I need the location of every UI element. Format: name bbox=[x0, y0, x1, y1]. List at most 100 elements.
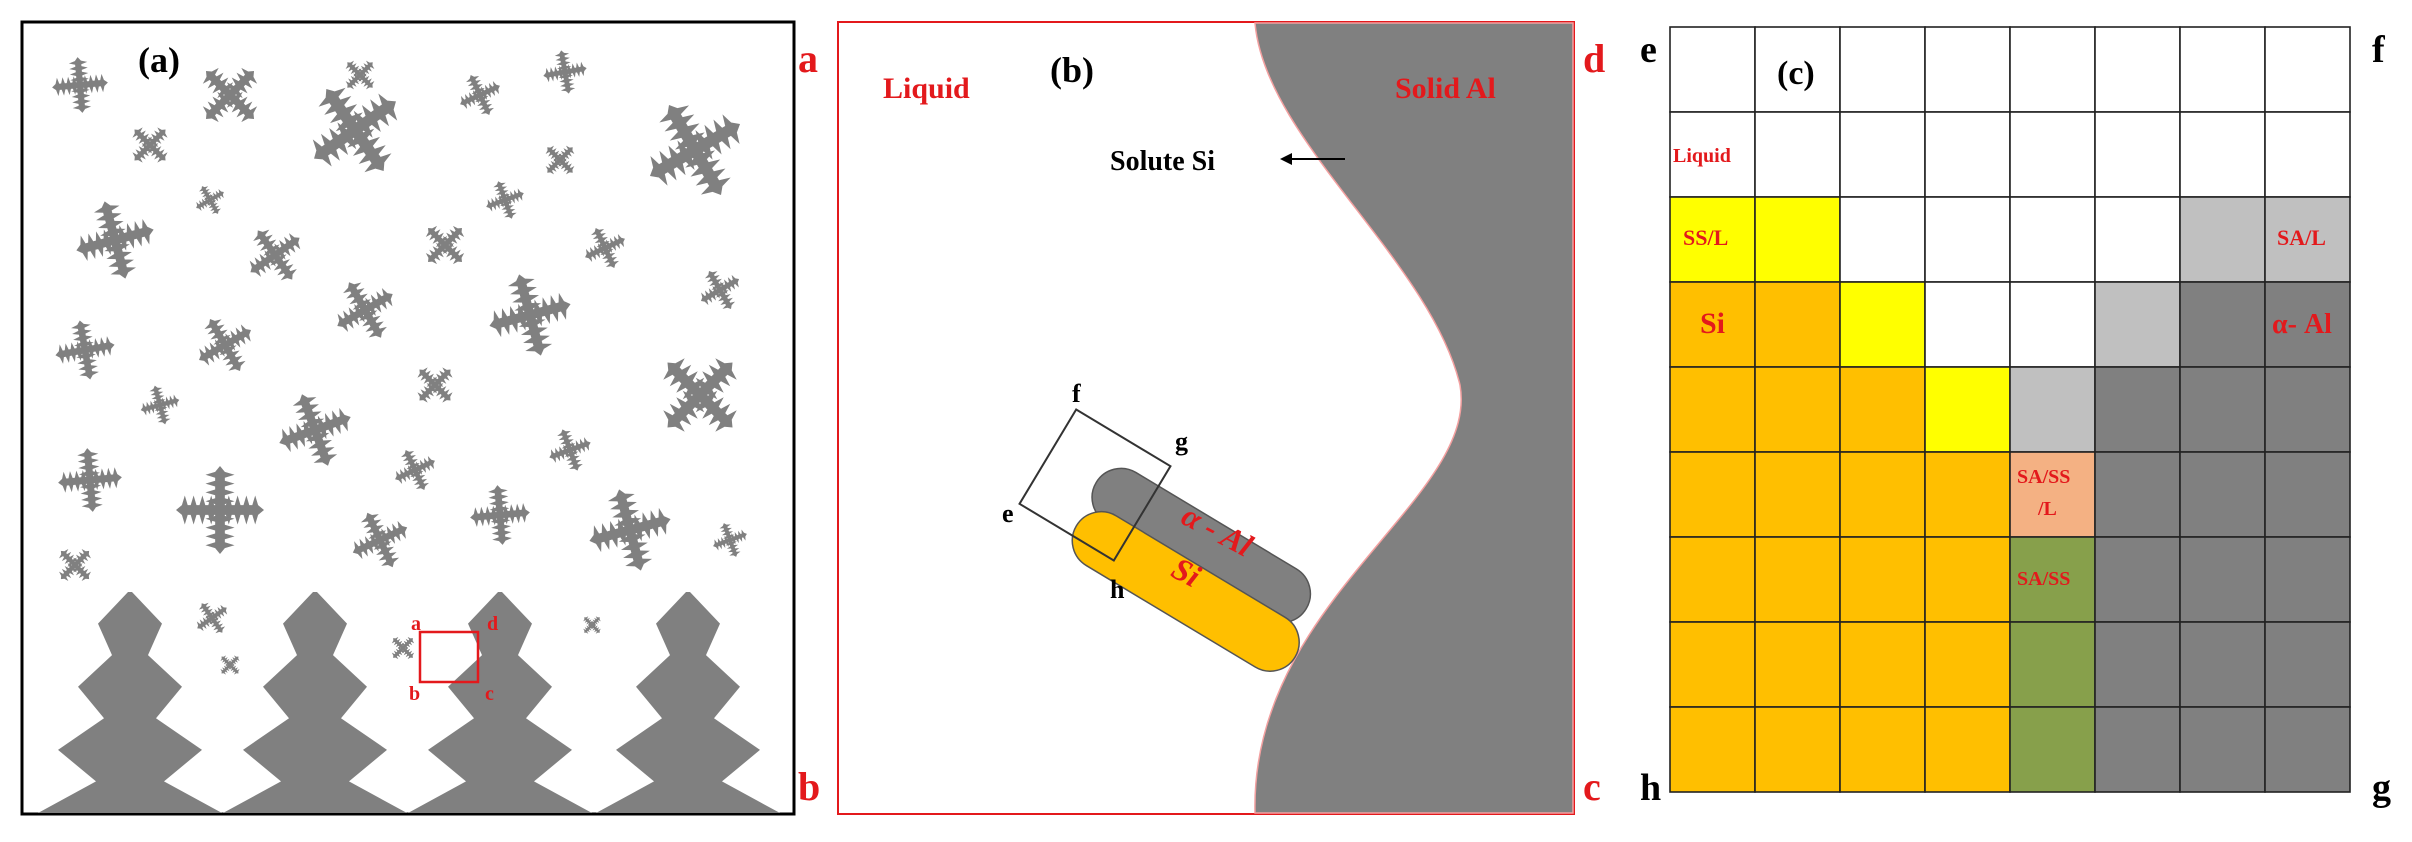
solute-si-label: Solute Si bbox=[1110, 146, 1215, 177]
panel-a-label: (a) bbox=[138, 40, 180, 80]
grid-cell bbox=[1924, 536, 2011, 623]
grid-cell bbox=[2094, 451, 2181, 538]
grid-cell bbox=[2179, 706, 2266, 793]
grid-cell bbox=[1839, 536, 1926, 623]
equiaxed-crystal bbox=[395, 450, 435, 490]
equiaxed-crystal bbox=[352, 512, 408, 568]
corner-f: f bbox=[2372, 29, 2386, 71]
grid-cell bbox=[2009, 451, 2096, 538]
grid-cell bbox=[2009, 536, 2096, 623]
grid-cell bbox=[2009, 111, 2096, 198]
equiaxed-crystal bbox=[202, 67, 258, 123]
grid-cell bbox=[1754, 196, 1841, 283]
equiaxed-crystal bbox=[52, 57, 108, 113]
equiaxed-crystal bbox=[391, 636, 415, 660]
grid-cell bbox=[1924, 111, 2011, 198]
grid-cell bbox=[1839, 366, 1926, 453]
grid-cell bbox=[1754, 621, 1841, 708]
corner-h: h bbox=[1640, 767, 1661, 809]
equiaxed-crystal bbox=[176, 466, 264, 554]
grid-cell bbox=[2264, 26, 2351, 113]
corner-e: e bbox=[1640, 29, 1657, 71]
equiaxed-crystal bbox=[58, 448, 122, 512]
grid-cell bbox=[2094, 366, 2181, 453]
grid-cell bbox=[1754, 111, 1841, 198]
grid-cell bbox=[1669, 536, 1756, 623]
cell-liquid: Liquid bbox=[1673, 145, 1731, 167]
grid-cell bbox=[1754, 706, 1841, 793]
grid-cell bbox=[1669, 26, 1756, 113]
grid-cell bbox=[1839, 26, 1926, 113]
equiaxed-dendrites bbox=[52, 50, 747, 675]
equiaxed-crystal bbox=[543, 50, 587, 94]
solute-arrow-head bbox=[1280, 153, 1292, 165]
grid-cell bbox=[1839, 196, 1926, 283]
grid-cell bbox=[1839, 621, 1926, 708]
cell-sa-ss-l-line1: SA/SS bbox=[2017, 466, 2070, 488]
panel-b-corner-top: d bbox=[1583, 36, 1605, 81]
equiaxed-crystal bbox=[549, 429, 591, 471]
grid-cell bbox=[1669, 111, 1756, 198]
box-label-d: d bbox=[487, 613, 498, 635]
grid-cell bbox=[2264, 196, 2351, 283]
panel-b-zoom-box bbox=[1018, 408, 1172, 562]
equiaxed-crystal bbox=[312, 87, 398, 173]
grid-cell bbox=[2009, 281, 2096, 368]
panel-b-label: (b) bbox=[1050, 50, 1094, 90]
solid-al-region bbox=[1254, 22, 1574, 814]
equiaxed-crystal bbox=[417, 367, 453, 403]
panel-a-corner-top: a bbox=[798, 36, 818, 81]
grid-cell bbox=[2094, 706, 2181, 793]
grid-cell bbox=[2179, 621, 2266, 708]
grid-cell bbox=[2179, 196, 2266, 283]
box-label-a: a bbox=[411, 613, 421, 635]
grid-cell bbox=[1924, 281, 2011, 368]
liquid-label: Liquid bbox=[883, 72, 970, 105]
grid-cell bbox=[2009, 196, 2096, 283]
grid-cell bbox=[1924, 451, 2011, 538]
columnar-dendrite bbox=[38, 592, 222, 813]
grid-cell bbox=[1669, 621, 1756, 708]
corner-g: g bbox=[2372, 767, 2391, 809]
grid-cell bbox=[1839, 281, 1926, 368]
panel-b: Liquid (b) Solid Al Solute Si α - Al Si … bbox=[837, 21, 1575, 815]
box-label-c: c bbox=[485, 683, 494, 705]
grid-cell bbox=[2009, 706, 2096, 793]
cell-sa-ss: SA/SS bbox=[2017, 568, 2070, 590]
equiaxed-crystal bbox=[489, 274, 571, 356]
grid-cell bbox=[1839, 706, 1926, 793]
grid-cell bbox=[1669, 451, 1756, 538]
grid-cell bbox=[2094, 621, 2181, 708]
equiaxed-crystal bbox=[545, 145, 575, 175]
equiaxed-crystal bbox=[583, 616, 601, 634]
panel-c: (c) Liquid SS/L SA/L Si α- Al SA/SS /L S… bbox=[1669, 26, 2351, 793]
grid-cell bbox=[1924, 621, 2011, 708]
cell-alpha-al: α- Al bbox=[2272, 309, 2332, 340]
grid-cell bbox=[1669, 281, 1756, 368]
equiaxed-crystal bbox=[249, 229, 301, 281]
equiaxed-crystal bbox=[132, 127, 168, 163]
cell-sa-l: SA/L bbox=[2277, 225, 2326, 250]
panel-b-corner-bottom: c bbox=[1583, 764, 1601, 809]
grid-cell bbox=[1754, 281, 1841, 368]
equiaxed-crystal bbox=[585, 228, 625, 268]
equiaxed-crystal bbox=[220, 655, 240, 675]
phase-grid bbox=[1669, 26, 2351, 793]
grid-cell bbox=[1669, 706, 1756, 793]
grid-cell bbox=[2179, 451, 2266, 538]
grid-cell bbox=[2179, 26, 2266, 113]
grid-cell bbox=[2264, 366, 2351, 453]
grid-cell bbox=[2009, 26, 2096, 113]
grid-cell bbox=[2094, 111, 2181, 198]
cell-si: Si bbox=[1700, 307, 1725, 340]
cell-sa-ss-l-line2: /L bbox=[2037, 498, 2057, 520]
equiaxed-crystal bbox=[663, 358, 737, 432]
equiaxed-crystal bbox=[55, 320, 115, 380]
grid-cell bbox=[1754, 451, 1841, 538]
grid-cell bbox=[2094, 536, 2181, 623]
grid-cell bbox=[2179, 366, 2266, 453]
panel-a-corner-bottom: b bbox=[798, 764, 820, 809]
grid-cell bbox=[2264, 706, 2351, 793]
columnar-dendrite bbox=[223, 592, 407, 813]
grid-cell bbox=[2179, 281, 2266, 368]
